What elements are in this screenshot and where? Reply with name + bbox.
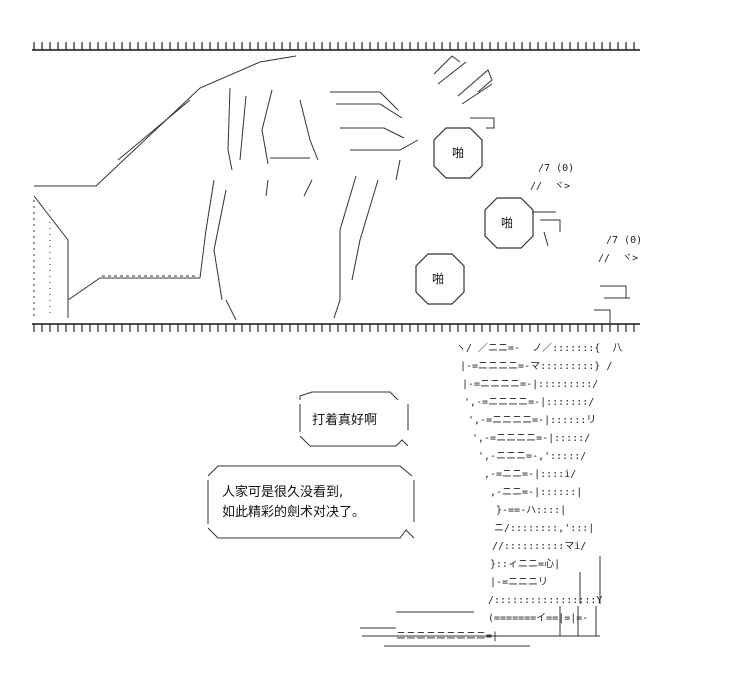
tower-row: }-==-ハ::::| xyxy=(496,505,567,516)
tower-row: ニニニニニニニニニ=|- xyxy=(396,631,505,642)
tower-row: ',-=ニニニニ=-|::::::リ xyxy=(468,415,597,426)
tower-row: ',-ニニニ=-,':::::/ xyxy=(478,451,587,462)
dialogue-long-line-2: 如此精彩的劍术对决了。 xyxy=(222,505,366,520)
speech-bubble-long xyxy=(207,465,415,539)
dialogue-short: 打着真好啊 xyxy=(312,413,378,428)
sfx-frame-3 xyxy=(415,253,465,305)
tower-row: |-=ニニニリ xyxy=(490,577,549,588)
sfx-text-3: 啪 xyxy=(432,272,445,286)
sfx-text-1: 啪 xyxy=(452,146,465,160)
cry-mark-1: /7 (0) xyxy=(538,163,575,174)
dialogue-long-line-1: 人家可是很久没看到, xyxy=(222,485,344,500)
middle-panel-border xyxy=(32,323,640,332)
cry-mark-1b: // ヾ> xyxy=(530,181,571,192)
speech-bubble-short xyxy=(299,391,409,447)
small-figure-1 xyxy=(532,211,561,247)
tower-row: (=======イ==|=|=- xyxy=(488,613,589,624)
tower-row: /:::::::::::::::::Y xyxy=(488,595,603,606)
sfx-frame-1 xyxy=(433,127,483,179)
swing-arm-art xyxy=(33,55,419,321)
sfx-text-2: 啪 xyxy=(501,216,514,230)
tower-row: //::::::::::マi/ xyxy=(492,541,587,552)
impact-lines xyxy=(433,55,495,129)
tower-figure-art xyxy=(360,556,601,647)
tower-row: ヽ/ ／ニニ=- ノ／:::::::{ 八 xyxy=(456,343,623,354)
tower-row: ',-=ニニニニ=-|:::::::/ xyxy=(464,397,595,408)
tower-row: ,-ニニ=-|::::::| xyxy=(490,487,583,498)
cry-mark-2: /7 (0) xyxy=(606,235,643,246)
tower-row: ',-=ニニニニ=-|:::::/ xyxy=(472,433,591,444)
cry-mark-2b: // ヾ> xyxy=(598,253,639,264)
tower-row: ,-=ニニ=-|::::i/ xyxy=(484,469,577,480)
tower-row: }::ィニニ=心| xyxy=(490,559,561,570)
tower-row: ニ/::::::::,':::| xyxy=(494,523,595,534)
tower-row: |-=ニニニニ=-|:::::::::/ xyxy=(462,379,599,390)
tower-row: |-=ニニニニ=-マ:::::::::} / xyxy=(460,361,613,372)
sfx-frame-2 xyxy=(484,197,534,249)
small-figure-2 xyxy=(594,285,630,324)
top-panel-border xyxy=(32,42,640,51)
